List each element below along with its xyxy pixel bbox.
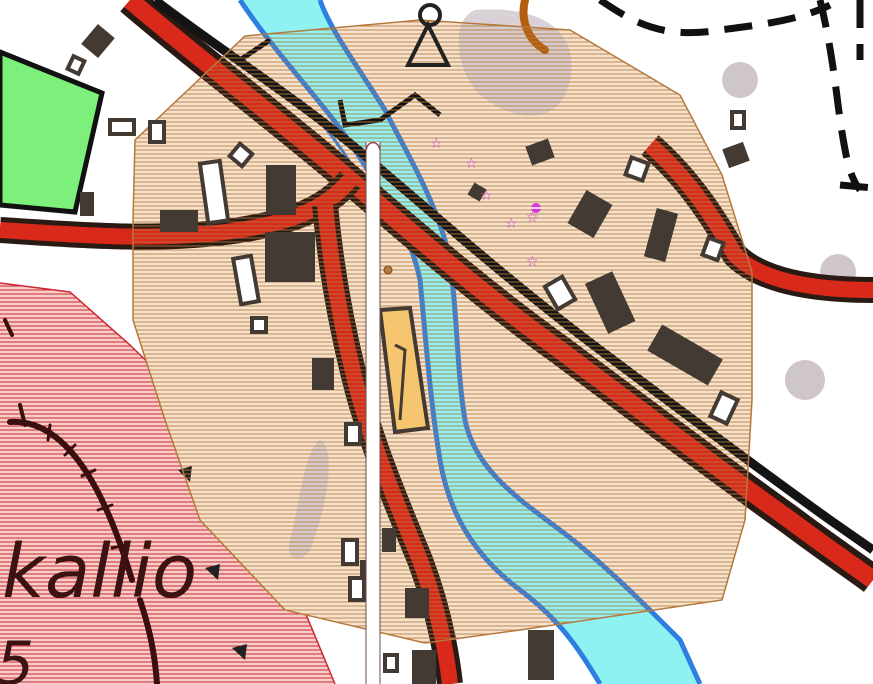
small-dot-marker bbox=[383, 265, 393, 275]
dashed-tracks bbox=[598, 0, 873, 193]
buildings bbox=[64, 23, 750, 684]
star-icon: ☆ bbox=[465, 156, 478, 172]
open-land bbox=[0, 49, 105, 215]
control-markers: ☆ ☆ ☆ ☆ ☆ ☆ bbox=[383, 136, 541, 275]
highlight-building bbox=[377, 305, 431, 435]
star-icon: ☆ bbox=[505, 216, 518, 232]
place-label: kallio bbox=[2, 529, 197, 615]
star-icon: ☆ bbox=[480, 188, 493, 204]
star-icon: ☆ bbox=[526, 254, 539, 270]
tower-icon bbox=[404, 3, 452, 67]
star-icon: ☆ bbox=[526, 210, 539, 226]
event-area-border bbox=[132, 19, 753, 644]
cliff-line bbox=[3, 318, 160, 684]
vertical-cut-line[interactable] bbox=[365, 141, 381, 684]
star-icon: ☆ bbox=[430, 136, 443, 152]
edge-label: 5 bbox=[0, 629, 34, 684]
